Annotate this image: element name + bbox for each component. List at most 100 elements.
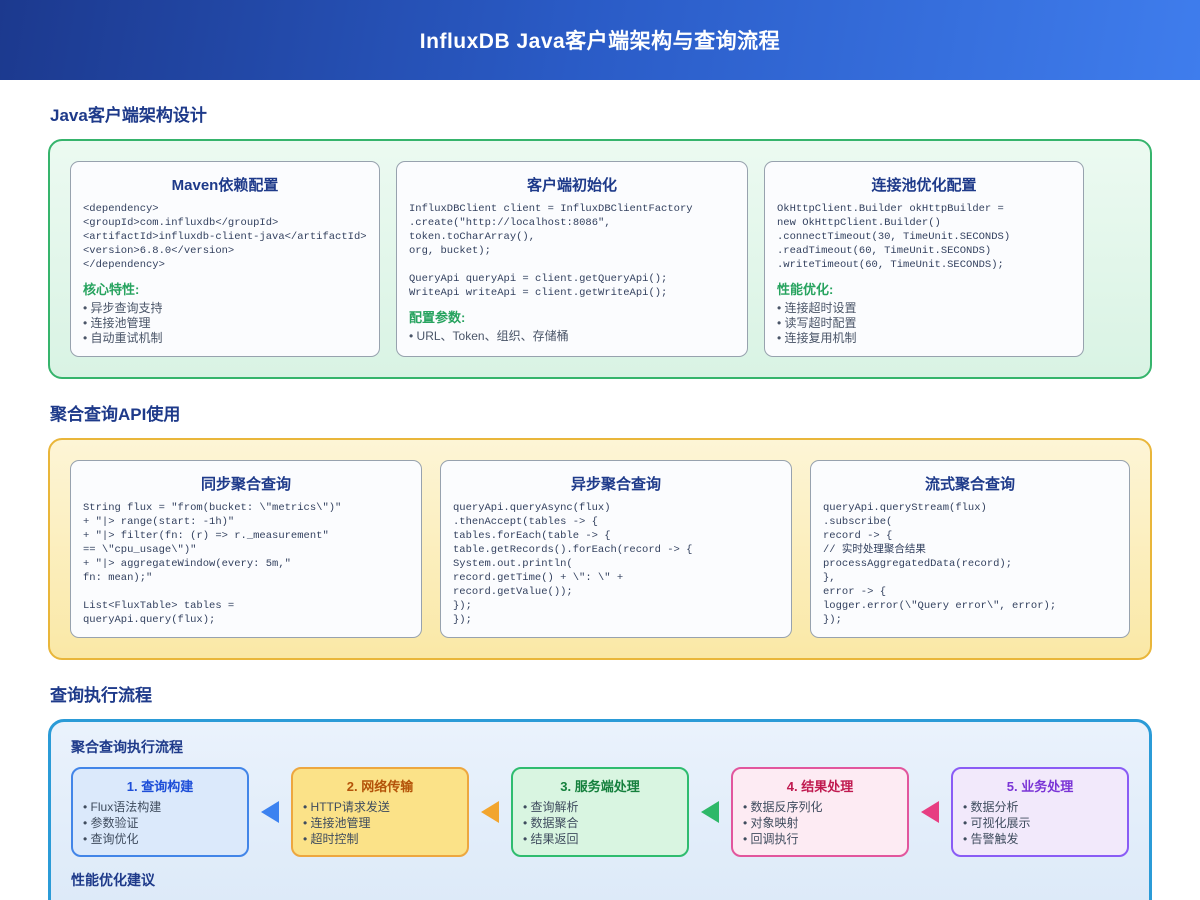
code-line: </dependency> (83, 259, 165, 271)
architecture-panel: Maven依赖配置 <dependency> <groupId>com.influ… (48, 139, 1152, 379)
code-line: OkHttpClient.Builder okHttpBuilder = (777, 203, 1004, 215)
code-line: queryApi.queryStream(flux) (823, 502, 987, 514)
flow-step-bullets: HTTP请求发送连接池管理超时控制 (303, 799, 457, 847)
code-line: + "|> range(start: -1h)" (83, 516, 235, 528)
code-card-title: 连接池优化配置 (871, 177, 977, 194)
flow-step-bullet: 查询优化 (83, 831, 237, 847)
arrow-left-icon (481, 801, 499, 823)
code-line: token.toCharArray(), (409, 231, 536, 243)
code-line: fn: mean);" (83, 572, 153, 584)
feature-label: 核心特性: (83, 282, 140, 297)
flow-step-bullet: 数据分析 (963, 799, 1117, 815)
flow-step-bullet: 参数验证 (83, 815, 237, 831)
section-title-api: 聚合查询API使用 (50, 405, 181, 424)
flow-step-card: 5. 业务处理 数据分析可视化展示告警触发 (951, 767, 1129, 857)
feature-list: 连接超时设置读写超时配置连接复用机制 (777, 301, 1071, 346)
flow-step-bullet: 连接池管理 (303, 815, 457, 831)
page-title: InfluxDB Java客户端架构与查询流程 (419, 30, 781, 53)
code-line: + "|> filter(fn: (r) => r._measurement" (83, 530, 329, 542)
code-line: record.getValue()); (453, 586, 573, 598)
feature-list: 异步查询支持连接池管理自动重试机制 (83, 301, 367, 346)
code-card: 同步聚合查询 String flux = "from(bucket: \"met… (70, 460, 422, 638)
arrow-left-icon (701, 801, 719, 823)
code-card-title: 异步聚合查询 (570, 476, 661, 493)
feature-item: URL、Token、组织、存储桶 (409, 329, 735, 344)
flow-step-bullet: 对象映射 (743, 815, 897, 831)
code-line: .subscribe( (823, 516, 893, 528)
code-line: .thenAccept(tables -> { (453, 516, 598, 528)
code-line: List<FluxTable> tables = (83, 600, 235, 612)
code-line: <dependency> (83, 203, 159, 215)
code-line: WriteApi writeApi = client.getWriteApi()… (409, 287, 668, 299)
arrow-left-icon (261, 801, 279, 823)
code-card-title: Maven依赖配置 (171, 177, 279, 194)
code-line: }); (823, 614, 842, 626)
flow-step-title: 3. 服务端处理 (560, 779, 640, 794)
code-line (409, 258, 735, 272)
code-card-title: 流式聚合查询 (924, 476, 1015, 493)
api-panel: 同步聚合查询 String flux = "from(bucket: \"met… (48, 438, 1152, 660)
code-line: record -> { (823, 530, 893, 542)
code-line: .create("http://localhost:8086", (409, 217, 611, 229)
code-line: logger.error(\"Query error\", error); (823, 600, 1057, 612)
flow-step-title: 2. 网络传输 (346, 779, 414, 794)
code-block: String flux = "from(bucket: \"metrics\")… (83, 501, 409, 627)
code-card: 流式聚合查询 queryApi.queryStream(flux) .subscr… (810, 460, 1130, 638)
flow-step-bullets: Flux语法构建参数验证查询优化 (83, 799, 237, 847)
flow-step-bullet: 数据反序列化 (743, 799, 897, 815)
code-line: record.getTime() + \": \" + (453, 572, 624, 584)
flow-step-bullet: HTTP请求发送 (303, 799, 457, 815)
code-card: Maven依赖配置 <dependency> <groupId>com.influ… (70, 161, 380, 357)
flow-step-bullet: 结果返回 (523, 831, 677, 847)
flow-step-bullets: 数据分析可视化展示告警触发 (963, 799, 1117, 847)
code-block: OkHttpClient.Builder okHttpBuilder =new … (777, 202, 1071, 272)
code-line: == \"cpu_usage\")" (83, 544, 197, 556)
flow-step-bullet: 回调执行 (743, 831, 897, 847)
code-line (83, 585, 409, 599)
code-line: error -> { (823, 586, 887, 598)
flow-panel: 聚合查询执行流程 1. 查询构建 Flux语法构建参数验证查询优化 2. 网络传… (48, 719, 1152, 900)
feature-item: 读写超时配置 (777, 316, 1071, 331)
code-line: System.out.println( (453, 558, 573, 570)
flow-step-card: 3. 服务端处理 查询解析数据聚合结果返回 (511, 767, 689, 857)
flow-step-bullet: 查询解析 (523, 799, 677, 815)
flow-step-bullet: 超时控制 (303, 831, 457, 847)
flow-step-bullet: Flux语法构建 (83, 799, 237, 815)
flow-step-title: 5. 业务处理 (1006, 779, 1074, 794)
code-line: }); (453, 614, 472, 626)
flow-step-title: 4. 结果处理 (786, 779, 854, 794)
architecture-cards-row: Maven依赖配置 <dependency> <groupId>com.influ… (70, 161, 1130, 357)
section-title-architecture: Java客户端架构设计 (50, 106, 207, 125)
code-line: .writeTimeout(60, TimeUnit.SECONDS); (777, 259, 1004, 271)
code-card-title: 客户端初始化 (526, 177, 617, 194)
code-card: 客户端初始化 InfluxDBClient client = InfluxDBC… (396, 161, 748, 357)
code-line: table.getRecords().forEach(record -> { (453, 544, 693, 556)
code-line: QueryApi queryApi = client.getQueryApi()… (409, 273, 668, 285)
code-line: tables.forEach(table -> { (453, 530, 611, 542)
flow-step-bullet: 数据聚合 (523, 815, 677, 831)
flow-step-bullets: 查询解析数据聚合结果返回 (523, 799, 677, 847)
code-card: 异步聚合查询 queryApi.queryAsync(flux).thenAcc… (440, 460, 792, 638)
feature-item: 连接超时设置 (777, 301, 1071, 316)
code-line: <version>6.8.0</version> (83, 245, 235, 257)
header-banner: InfluxDB Java客户端架构与查询流程 (0, 0, 1200, 80)
tips-title: 性能优化建议 (71, 872, 155, 888)
feature-item: 自动重试机制 (83, 331, 367, 346)
feature-list: URL、Token、组织、存储桶 (409, 329, 735, 344)
flow-step-card: 4. 结果处理 数据反序列化对象映射回调执行 (731, 767, 909, 857)
code-line: }, (823, 572, 836, 584)
flow-step-card: 1. 查询构建 Flux语法构建参数验证查询优化 (71, 767, 249, 857)
code-block: <dependency> <groupId>com.influxdb</group… (83, 202, 367, 272)
feature-item: 异步查询支持 (83, 301, 367, 316)
flow-step-card: 2. 网络传输 HTTP请求发送连接池管理超时控制 (291, 767, 469, 857)
section-title-flow: 查询执行流程 (50, 686, 152, 705)
code-line: <groupId>com.influxdb</groupId> (83, 217, 279, 229)
feature-item: 连接复用机制 (777, 331, 1071, 346)
flow-step-bullet: 可视化展示 (963, 815, 1117, 831)
flow-subtitle: 聚合查询执行流程 (71, 739, 183, 755)
api-cards-row: 同步聚合查询 String flux = "from(bucket: \"met… (70, 460, 1130, 638)
code-line: .connectTimeout(30, TimeUnit.SECONDS) (777, 231, 1011, 243)
page-content: Java客户端架构设计 Maven依赖配置 <dependency> <group… (0, 101, 1200, 900)
code-line: queryApi.query(flux); (83, 614, 216, 626)
code-line: + "|> aggregateWindow(every: 5m," (83, 558, 291, 570)
